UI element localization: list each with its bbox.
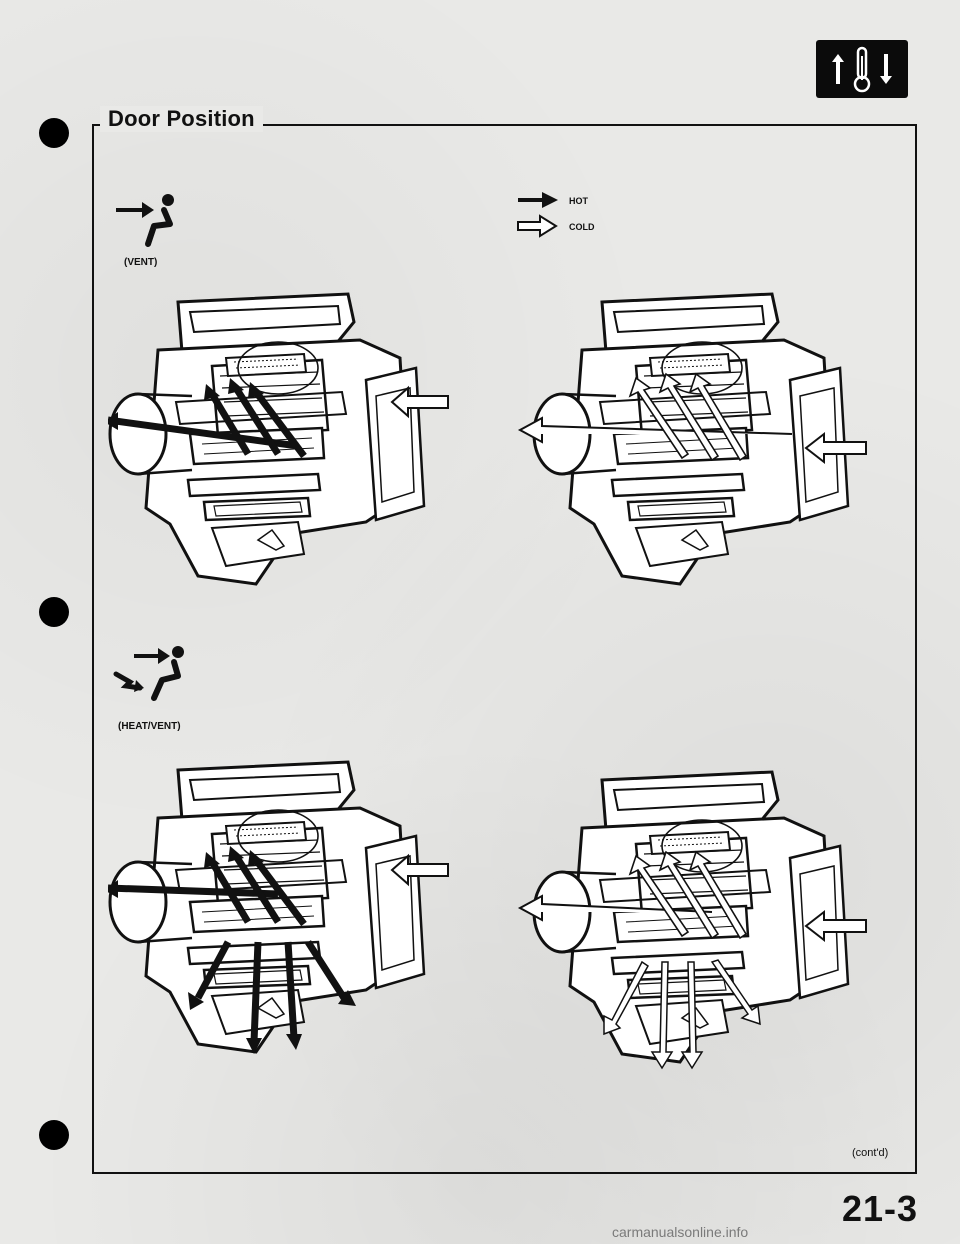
diagram-frame bbox=[92, 124, 917, 1174]
binder-hole-top bbox=[39, 118, 69, 148]
continued-note: (cont'd) bbox=[852, 1147, 889, 1159]
vent-mode-icon bbox=[116, 194, 174, 247]
page-title: Door Position bbox=[100, 106, 263, 132]
hot-arrow-icon bbox=[518, 192, 558, 208]
binder-hole-middle bbox=[39, 597, 69, 627]
legend-hot-label: HOT bbox=[569, 196, 588, 206]
vent-door-diagram-1 bbox=[108, 292, 449, 586]
heat-vent-door-diagram-2 bbox=[517, 770, 867, 1070]
page-number: 21-3 bbox=[842, 1188, 919, 1229]
legend-arrows bbox=[517, 192, 558, 238]
binder-hole-bottom bbox=[39, 1120, 69, 1150]
vent-mode-label: (VENT) bbox=[124, 257, 158, 268]
heat-vent-door-diagram-1 bbox=[108, 760, 449, 1054]
heater-climate-section-icon bbox=[816, 40, 908, 98]
heat-vent-mode-label: (HEAT/VENT) bbox=[118, 721, 181, 732]
heat-vent-mode-icon bbox=[113, 646, 184, 701]
legend-cold-label: COLD bbox=[569, 222, 595, 232]
cold-arrow-icon bbox=[517, 214, 558, 238]
watermark: carmanualsonline.info bbox=[612, 1224, 749, 1240]
vent-door-diagram-2 bbox=[517, 292, 867, 586]
